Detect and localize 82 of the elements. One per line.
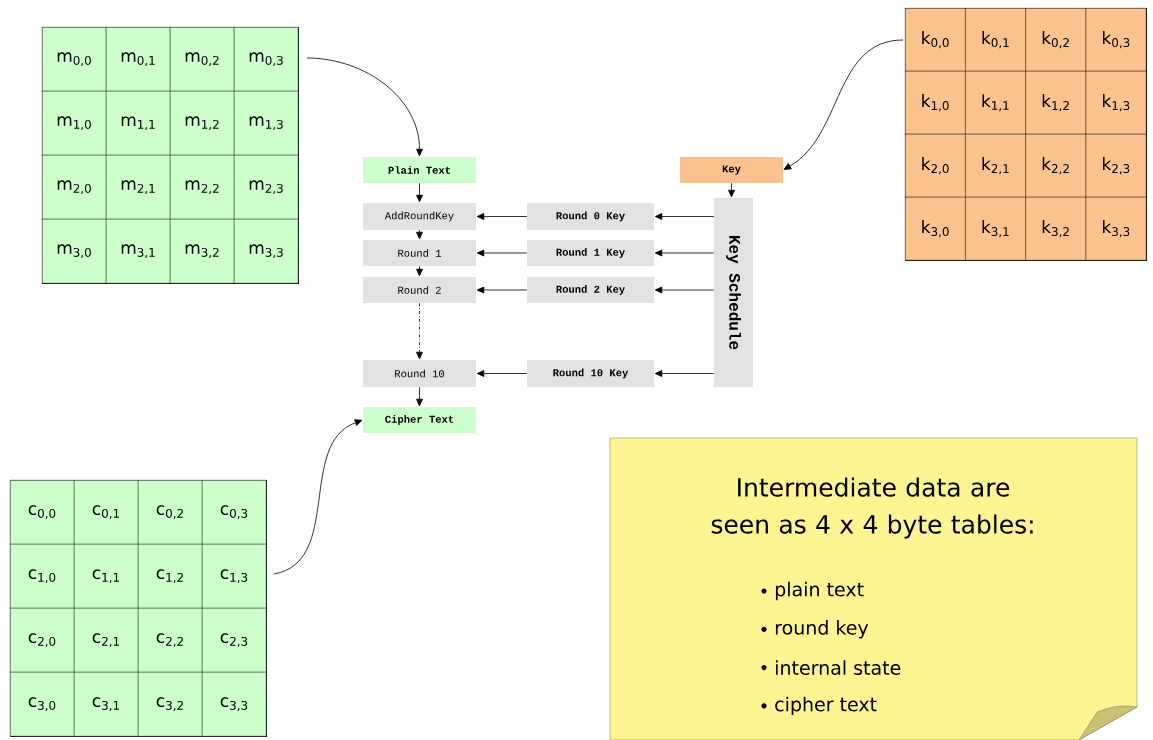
table-cell: c$_{0,0}$ bbox=[10, 480, 75, 545]
arrow bbox=[654, 370, 715, 377]
arrow bbox=[476, 249, 528, 257]
table-cell: m$_{2,3}$ bbox=[234, 155, 299, 220]
bullet-item: cipher text bbox=[761, 696, 877, 716]
arrow bbox=[416, 265, 423, 277]
table-cell: c$_{3,2}$ bbox=[138, 672, 203, 737]
table-cell: k$_{3,2}$ bbox=[1025, 197, 1087, 261]
table-cell: k$_{3,0}$ bbox=[905, 197, 966, 261]
table-cell: m$_{0,0}$ bbox=[42, 27, 107, 92]
table-cell: m$_{2,1}$ bbox=[106, 155, 171, 220]
table-cell: m$_{1,3}$ bbox=[234, 91, 299, 156]
curved-arrow bbox=[306, 57, 423, 157]
start-box: Plain Text bbox=[363, 157, 476, 183]
table-cell: k$_{0,1}$ bbox=[965, 8, 1026, 72]
table-cell: k$_{2,0}$ bbox=[905, 134, 966, 198]
table-cell: k$_{1,0}$ bbox=[905, 71, 966, 135]
table-cell: m$_{2,2}$ bbox=[170, 155, 235, 220]
arrow bbox=[476, 213, 528, 220]
bullet-item: internal state bbox=[761, 660, 901, 675]
arrow bbox=[416, 182, 423, 203]
round-key-box: Round 1 Key bbox=[527, 240, 654, 266]
process-box: Round 2 bbox=[363, 277, 476, 303]
arrow bbox=[654, 213, 715, 220]
table-cell: m$_{3,3}$ bbox=[234, 219, 299, 284]
table-cell: m$_{0,2}$ bbox=[170, 27, 235, 92]
table-cell: c$_{2,0}$ bbox=[10, 608, 75, 673]
table-cell: k$_{2,2}$ bbox=[1025, 134, 1087, 198]
table-cell: m$_{1,2}$ bbox=[170, 91, 235, 156]
arrow bbox=[416, 302, 423, 360]
arrow bbox=[416, 229, 423, 240]
table-cell: k$_{1,2}$ bbox=[1025, 71, 1087, 135]
arrow bbox=[654, 249, 715, 257]
table-cell: k$_{1,1}$ bbox=[965, 71, 1026, 135]
key-box: Key bbox=[680, 157, 783, 183]
process-box: Round 10 bbox=[363, 360, 476, 387]
bullet-item: round key bbox=[761, 620, 869, 639]
table-cell: k$_{0,0}$ bbox=[905, 8, 966, 72]
table-cell: k$_{2,1}$ bbox=[965, 134, 1026, 198]
table-cell: m$_{3,0}$ bbox=[42, 219, 107, 284]
arrow bbox=[476, 370, 528, 377]
arrow bbox=[654, 286, 715, 294]
table-cell: k$_{2,3}$ bbox=[1085, 134, 1147, 198]
table-cell: m$_{2,0}$ bbox=[42, 155, 107, 220]
table-cell: c$_{0,3}$ bbox=[202, 480, 267, 545]
table-cell: m$_{3,2}$ bbox=[170, 219, 235, 284]
table-cell: c$_{0,2}$ bbox=[138, 480, 203, 545]
table-cell: m$_{0,1}$ bbox=[106, 27, 171, 92]
table-cell: c$_{2,3}$ bbox=[202, 608, 267, 673]
table-cell: c$_{2,2}$ bbox=[138, 608, 203, 673]
table-cell: c$_{3,1}$ bbox=[74, 672, 139, 737]
table-cell: c$_{1,3}$ bbox=[202, 544, 267, 609]
curved-arrow bbox=[273, 419, 363, 575]
round-key-box: Round 10 Key bbox=[527, 360, 654, 387]
end-box: Cipher Text bbox=[363, 407, 476, 433]
table-cell: c$_{1,0}$ bbox=[10, 544, 75, 609]
table-cell: m$_{1,1}$ bbox=[106, 91, 171, 156]
round-key-box: Round 0 Key bbox=[527, 203, 654, 230]
table-cell: c$_{3,0}$ bbox=[10, 672, 75, 737]
table-cell: k$_{0,3}$ bbox=[1085, 8, 1147, 72]
arrow bbox=[476, 286, 528, 294]
table-cell: c$_{1,2}$ bbox=[138, 544, 203, 609]
note-heading: Intermediate data are seen as 4 x 4 byte tables: bbox=[711, 477, 1033, 539]
table-cell: c$_{1,1}$ bbox=[74, 544, 139, 609]
arrow bbox=[728, 182, 735, 198]
table-cell: m$_{1,0}$ bbox=[42, 91, 107, 156]
table-cell: m$_{3,1}$ bbox=[106, 219, 171, 284]
process-box: Round 1 bbox=[363, 240, 476, 266]
round-key-box: Round 2 Key bbox=[527, 277, 654, 303]
table-cell: k$_{3,1}$ bbox=[965, 197, 1026, 261]
key-schedule-box: Key Schedule bbox=[714, 198, 753, 387]
table-cell: m$_{0,3}$ bbox=[234, 27, 299, 92]
table-cell: c$_{0,1}$ bbox=[74, 480, 139, 545]
table-cell: c$_{2,1}$ bbox=[74, 608, 139, 673]
curved-arrow bbox=[783, 39, 904, 170]
table-cell: c$_{3,3}$ bbox=[202, 672, 267, 737]
table-cell: k$_{1,3}$ bbox=[1085, 71, 1147, 135]
bullet-item: plain text bbox=[761, 581, 864, 601]
table-cell: k$_{0,2}$ bbox=[1025, 8, 1087, 72]
arrow bbox=[416, 386, 423, 407]
table-cell: k$_{3,3}$ bbox=[1085, 197, 1147, 261]
process-box: AddRoundKey bbox=[363, 203, 476, 230]
